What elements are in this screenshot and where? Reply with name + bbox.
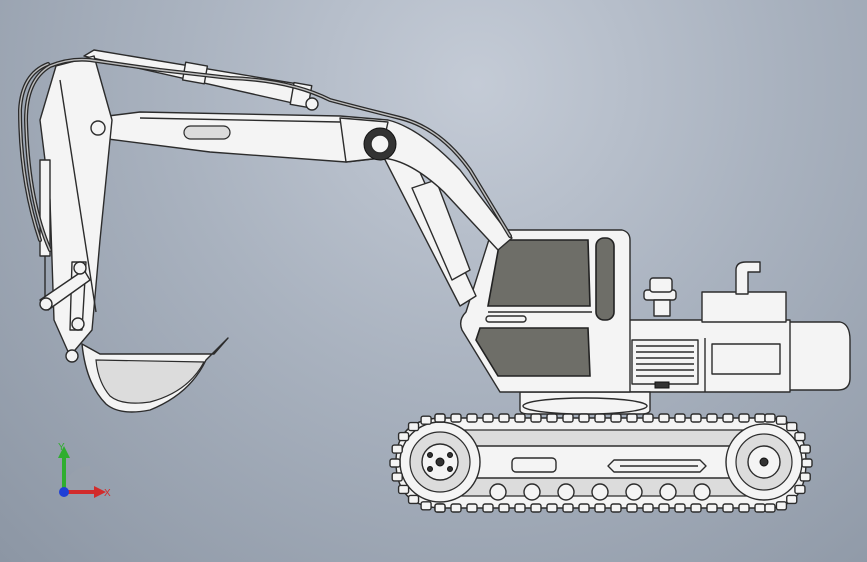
- track-shoe: [498, 413, 510, 423]
- track-shoe: [610, 503, 622, 513]
- y-axis-label: Y: [58, 442, 65, 453]
- boom-pivot: [363, 127, 397, 161]
- track-shoe: [642, 413, 654, 423]
- track-shoe: [775, 501, 788, 511]
- track-shoe: [498, 503, 510, 513]
- x-axis-head: [94, 486, 106, 498]
- air-intake: [643, 277, 677, 317]
- track-shoe: [450, 503, 462, 513]
- track-shoe: [794, 484, 806, 495]
- slewing-ring: [519, 391, 651, 415]
- operator-cab: [459, 229, 631, 393]
- track-shoe: [722, 413, 734, 423]
- track-shoe: [722, 503, 734, 513]
- track-shoe: [407, 494, 420, 505]
- track-shoe: [775, 415, 788, 425]
- track-shoes: [389, 413, 813, 513]
- track-shoe: [482, 413, 494, 423]
- x-axis-label: X: [104, 488, 111, 499]
- idler-wheel: [725, 423, 803, 501]
- track-shoe: [546, 413, 558, 423]
- track-shoe: [610, 413, 622, 423]
- track-shoe: [530, 413, 542, 423]
- track-shoe: [658, 413, 670, 423]
- track-shoe: [794, 431, 806, 442]
- track-shoe: [407, 421, 420, 432]
- track-shoe: [397, 484, 410, 495]
- track-shoe: [754, 503, 766, 513]
- track-shoe: [738, 413, 750, 423]
- track-shoe: [690, 413, 702, 423]
- track-shoe: [786, 421, 798, 432]
- track-shoe: [562, 503, 574, 513]
- y-axis-head: [58, 446, 70, 458]
- track-shoe: [786, 494, 798, 505]
- arm-cylinder: [83, 49, 319, 111]
- coordinate-triad: Y X: [58, 442, 111, 499]
- track-shoe: [578, 413, 590, 423]
- track-shoe: [514, 503, 526, 513]
- bucket-linkage: [39, 261, 91, 363]
- engine-grille: [631, 339, 699, 389]
- track-shoe: [578, 503, 590, 513]
- track-shoe: [799, 472, 811, 482]
- track-shoe: [450, 413, 462, 423]
- track-shoe: [391, 472, 403, 482]
- track-shoe: [466, 413, 478, 423]
- hydraulic-hoses: [18, 57, 512, 252]
- track-shoe: [562, 413, 574, 423]
- track-shoe: [658, 503, 670, 513]
- track-shoe: [690, 503, 702, 513]
- exhaust-pipe: [735, 261, 761, 295]
- track-shoe: [530, 503, 542, 513]
- z-axis-dot: [59, 487, 69, 497]
- track-shoe: [389, 458, 401, 468]
- track-shoe: [482, 503, 494, 513]
- track-shoe: [514, 413, 526, 423]
- track-shoe: [799, 444, 811, 454]
- track-shoe: [594, 413, 606, 423]
- track-side-frame: [467, 445, 781, 479]
- track-shoe: [391, 444, 403, 454]
- track-shoe: [801, 458, 813, 468]
- track-shoe: [764, 413, 776, 423]
- track-shoe: [626, 503, 638, 513]
- track-shoe: [594, 503, 606, 513]
- track-shoe: [626, 413, 638, 423]
- track-shoe: [434, 503, 446, 513]
- track-rollers: [489, 483, 711, 501]
- track-shoe: [546, 503, 558, 513]
- track-shoe: [642, 503, 654, 513]
- track-shoe: [420, 415, 432, 425]
- track-shoe: [674, 503, 686, 513]
- track-shoe: [397, 431, 410, 442]
- track-shoe: [420, 501, 432, 511]
- bucket: [81, 337, 229, 413]
- track-shoe: [466, 503, 478, 513]
- track-shoe: [764, 503, 776, 513]
- track-shoe: [754, 413, 766, 423]
- counterweight: [775, 321, 851, 391]
- track-shoe: [706, 503, 718, 513]
- track-shoe: [674, 413, 686, 423]
- track-shoe: [706, 413, 718, 423]
- drive-sprocket: [399, 421, 481, 503]
- track-shoe: [738, 503, 750, 513]
- track-shoe: [434, 413, 446, 423]
